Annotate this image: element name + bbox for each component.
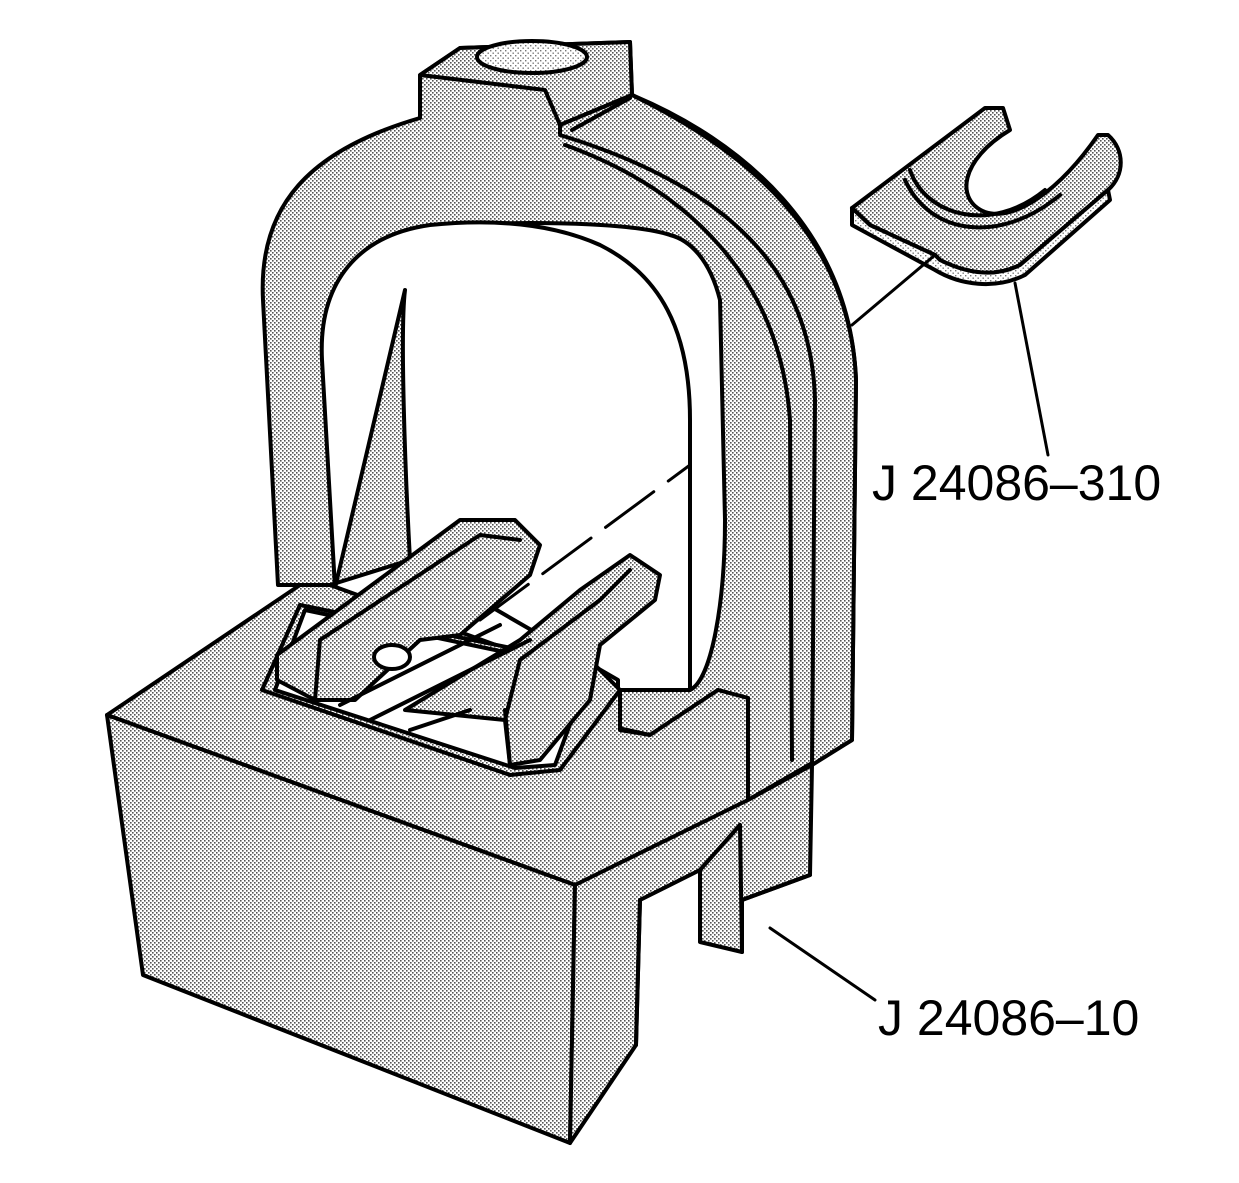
leader-adapter-to-arch: [850, 253, 937, 327]
adapter-plate: [850, 106, 1123, 287]
arch-opening: [319, 220, 692, 692]
label-adapter-part-number: J 24086–310: [872, 455, 1162, 511]
left-jaw: [275, 518, 542, 702]
alignment-line: [478, 463, 692, 622]
base-right: [568, 763, 814, 1145]
adapter-edge: [850, 188, 1112, 287]
arch-yoke: [260, 39, 858, 802]
vee-block: [260, 518, 662, 777]
arch-side-face: [558, 93, 858, 767]
top-bore: [475, 39, 589, 75]
label-fixture-part-number: J 24086–10: [878, 990, 1140, 1046]
leader-310: [1013, 281, 1050, 457]
leader-10: [768, 926, 877, 1002]
center-pin: [372, 643, 412, 671]
